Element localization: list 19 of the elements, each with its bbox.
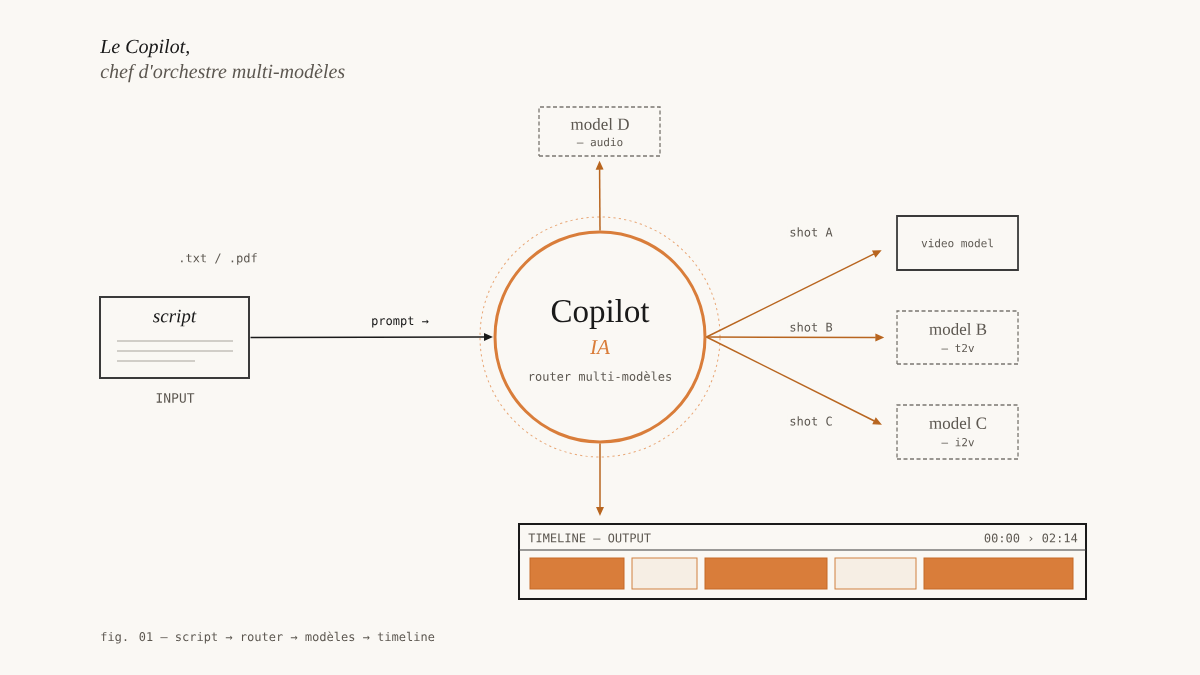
clip-segment bbox=[529, 557, 625, 590]
edge-label: shot C bbox=[787, 414, 835, 428]
title: Le Copilot, bbox=[99, 39, 189, 58]
model-box: model B — t2v bbox=[896, 310, 1019, 365]
model-box: video model bbox=[896, 215, 1019, 271]
file-type-label: .txt / .pdf bbox=[181, 253, 257, 265]
clip-segment bbox=[923, 557, 1074, 590]
arrow bbox=[705, 336, 882, 425]
clip-segment bbox=[631, 557, 698, 590]
edge-label: shot A bbox=[787, 225, 835, 239]
clip-segment bbox=[704, 557, 828, 590]
model-box: model D — audio bbox=[538, 106, 661, 157]
edge-label: shot B bbox=[787, 320, 835, 334]
model-box: model C — i2v bbox=[896, 404, 1019, 460]
subtitle: chef d'orchestre multi-modèles bbox=[100, 63, 345, 83]
script-card: script bbox=[99, 296, 250, 379]
caption: fig. 01 — script → router → modèles → timeline bbox=[101, 631, 435, 644]
node-caption: INPUT bbox=[156, 393, 195, 403]
clip-segment bbox=[834, 557, 917, 590]
